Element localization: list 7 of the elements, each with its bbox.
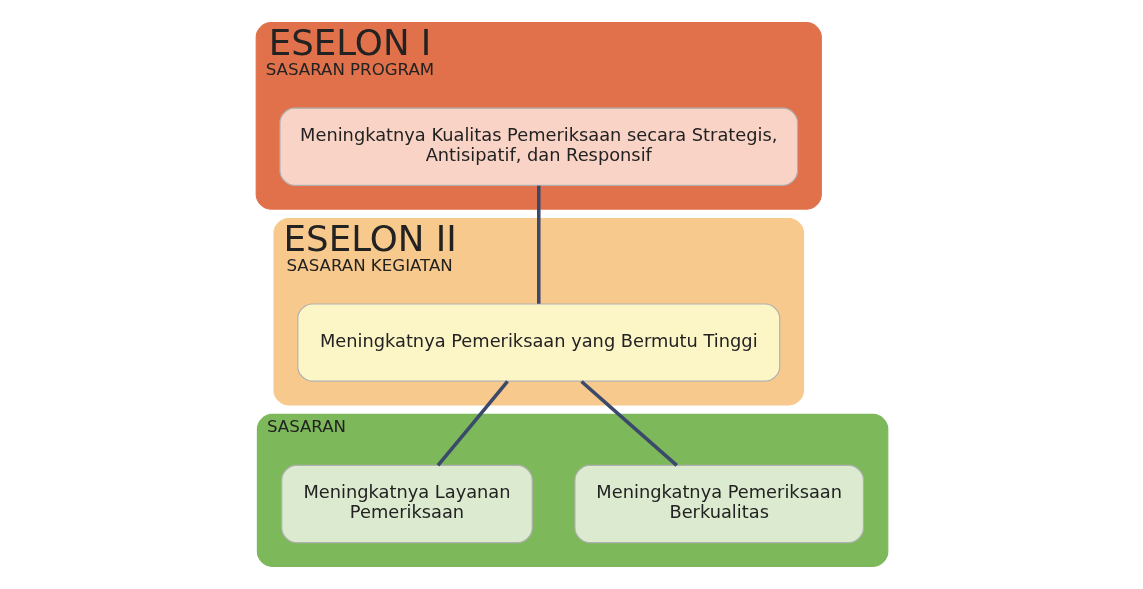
connector [579, 380, 678, 467]
connector [536, 185, 541, 304]
node-box: Meningkatnya Pemeriksaan yang Bermutu Tinggi [296, 303, 780, 382]
node-box: Meningkatnya Kualitas Pemeriksaan secara Strategis, Antisipatif, dan Responsif [278, 107, 798, 186]
connector [436, 380, 509, 467]
node-box: Meningkatnya Layanan Pemeriksaan [280, 464, 533, 544]
node-box: Meningkatnya Pemeriksaan Berkualitas [573, 464, 864, 544]
